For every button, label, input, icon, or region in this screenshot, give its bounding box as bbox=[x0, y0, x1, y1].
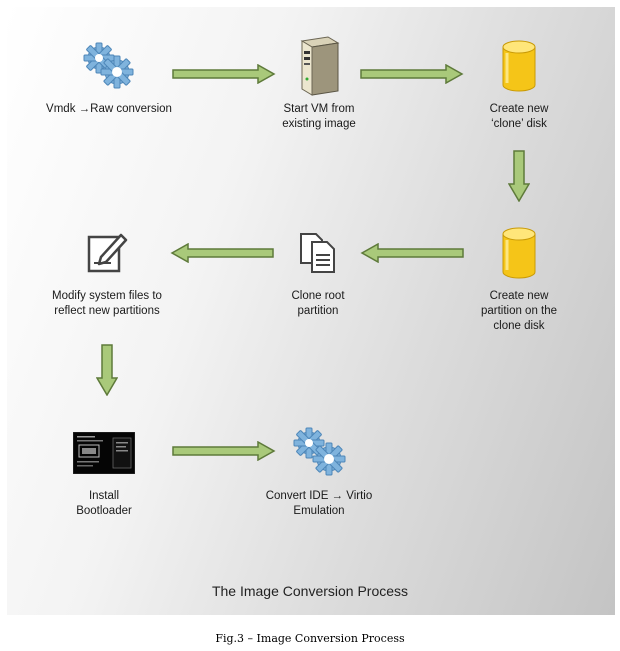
server-icon bbox=[294, 36, 344, 96]
arrow-right-1 bbox=[172, 64, 276, 84]
arrow-left-1 bbox=[360, 243, 464, 263]
arrow-right-3 bbox=[172, 441, 276, 461]
step-label: Create new ‘clone’ disk bbox=[489, 103, 549, 130]
edit-document-icon bbox=[85, 225, 129, 281]
step-label: Clone root partition bbox=[291, 290, 345, 317]
step-start-vm: Start VM from existing image bbox=[239, 36, 399, 132]
step-label: Create new partition on the clone disk bbox=[480, 290, 558, 332]
terminal-screenshot-icon bbox=[73, 425, 135, 481]
database-icon bbox=[499, 38, 539, 94]
arrow-right-2 bbox=[360, 64, 464, 84]
arrow-down-2 bbox=[96, 344, 118, 396]
step-label: Modify system files to reflect new parti… bbox=[52, 290, 162, 317]
arrow-down-1 bbox=[508, 150, 530, 202]
diagram-title: The Image Conversion Process bbox=[211, 583, 409, 599]
gears-icon bbox=[77, 38, 141, 94]
step-label: Convert IDE → Virtio Emulation bbox=[265, 490, 373, 517]
step-convert-ide-virtio: Convert IDE → Virtio Emulation bbox=[239, 425, 399, 519]
arrow-left-2 bbox=[170, 243, 274, 263]
step-label: Install Bootloader bbox=[76, 490, 132, 517]
step-install-bootloader: Install Bootloader bbox=[24, 425, 184, 519]
figure-caption: Fig.3 – Image Conversion Process bbox=[215, 632, 405, 645]
step-vmdk-raw-conversion: Vmdk →Raw conversion bbox=[29, 38, 189, 117]
step-modify-system-files: Modify system files to reflect new parti… bbox=[27, 225, 187, 319]
step-label: Vmdk →Raw conversion bbox=[46, 103, 172, 115]
step-create-partition: Create new partition on the clone disk bbox=[439, 225, 599, 334]
step-clone-root-partition: Clone root partition bbox=[238, 225, 398, 319]
copy-documents-icon bbox=[298, 225, 338, 281]
diagram-panel bbox=[7, 7, 615, 615]
step-create-clone-disk: Create new ‘clone’ disk bbox=[439, 38, 599, 132]
gears-icon bbox=[287, 425, 351, 481]
database-icon bbox=[499, 225, 539, 281]
step-label: Start VM from existing image bbox=[282, 103, 356, 130]
